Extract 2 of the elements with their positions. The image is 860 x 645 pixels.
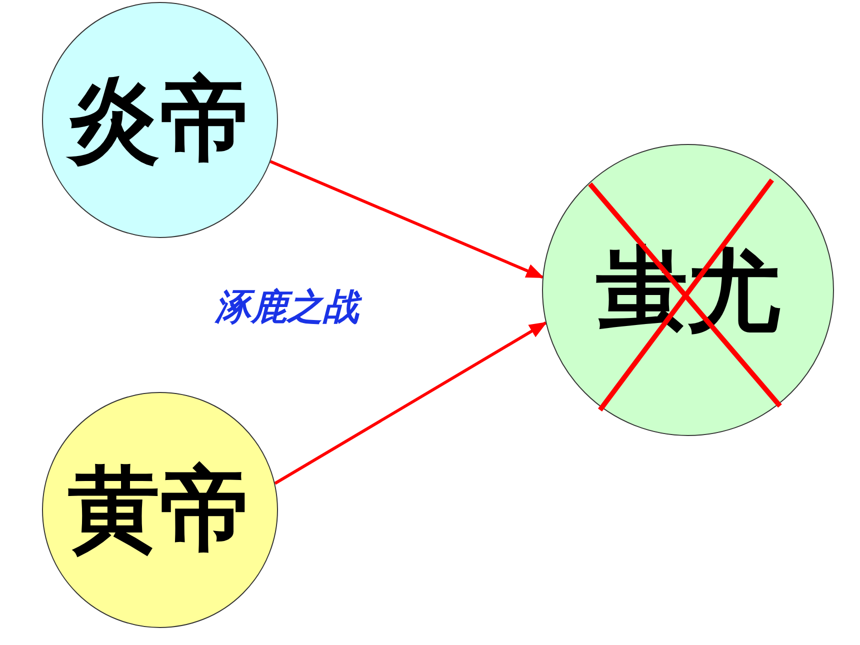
arrow — [270, 160, 544, 279]
arrow — [274, 322, 548, 485]
